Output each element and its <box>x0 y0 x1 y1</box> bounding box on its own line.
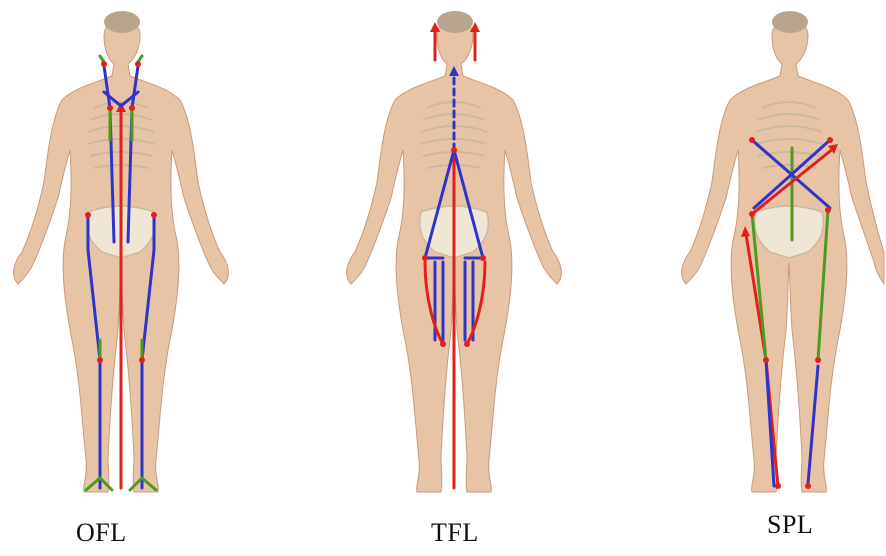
node <box>827 137 833 143</box>
node <box>85 212 91 218</box>
node <box>440 341 446 347</box>
human-body <box>682 11 884 492</box>
node <box>749 137 755 143</box>
node <box>775 483 781 489</box>
spl-figure <box>590 0 886 556</box>
node <box>129 105 135 111</box>
node <box>107 105 113 111</box>
node <box>805 483 811 489</box>
panel-ofl: OFL <box>0 0 295 556</box>
node <box>135 61 141 67</box>
node <box>480 255 486 261</box>
hair <box>104 11 140 33</box>
node <box>825 207 831 213</box>
panel-label-tfl: TFL <box>431 518 479 548</box>
ofl-figure <box>0 0 295 556</box>
node <box>97 357 103 363</box>
node <box>151 212 157 218</box>
panel-tfl: TFL <box>295 0 590 556</box>
node <box>749 211 755 217</box>
panel-spl: SPL <box>590 0 885 556</box>
node <box>451 147 457 153</box>
node <box>815 357 821 363</box>
node <box>422 255 428 261</box>
node <box>763 357 769 363</box>
node <box>139 357 145 363</box>
node <box>464 341 470 347</box>
panel-label-spl: SPL <box>767 510 813 540</box>
node <box>101 61 107 67</box>
hair <box>772 11 808 33</box>
tfl-figure <box>295 0 590 556</box>
hair <box>437 11 473 33</box>
panel-label-ofl: OFL <box>76 518 127 548</box>
